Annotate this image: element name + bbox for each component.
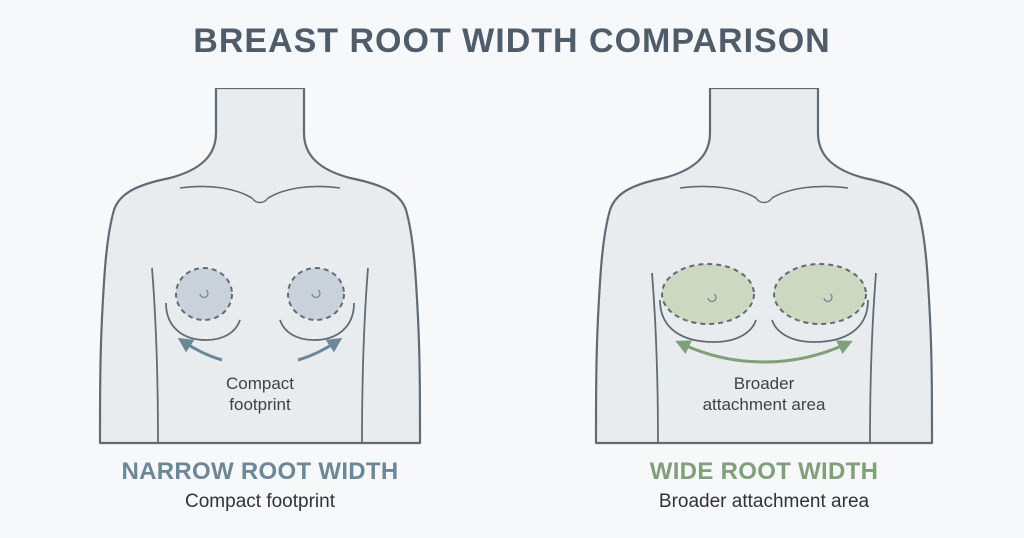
root-outline-right bbox=[773, 263, 867, 325]
root-outline-left bbox=[175, 267, 233, 321]
torso-illustration-narrow bbox=[98, 88, 422, 445]
double-arrow-icon bbox=[675, 340, 853, 364]
sternal-notch bbox=[251, 197, 269, 204]
narrow-root-subheading: Compact footprint bbox=[185, 491, 335, 512]
breast-contour-right bbox=[279, 302, 355, 341]
page-title: BREAST ROOT WIDTH COMPARISON bbox=[193, 22, 831, 60]
nipple-icon bbox=[199, 289, 209, 299]
breast-contour-left bbox=[165, 302, 241, 341]
collarbone-left bbox=[179, 185, 253, 199]
wide-root-heading: WIDE ROOT WIDTH bbox=[649, 458, 879, 485]
wide-root-subheading: Broader attachment area bbox=[658, 491, 870, 512]
wide-root-panel: Broader attachment area WIDE ROOT WIDTH … bbox=[584, 88, 944, 528]
arrow-left-icon bbox=[177, 337, 223, 362]
narrow-root-heading: NARROW ROOT WIDTH bbox=[121, 458, 399, 485]
torso-illustration-wide bbox=[594, 88, 934, 445]
collarbone-right bbox=[771, 185, 849, 199]
nipple-icon bbox=[823, 293, 833, 303]
collarbone-left bbox=[679, 185, 757, 199]
inline-label-narrow: Compact footprint bbox=[160, 373, 360, 415]
inline-label-line: Broader bbox=[733, 374, 795, 393]
nipple-icon bbox=[311, 289, 321, 299]
nipple-icon bbox=[707, 293, 717, 303]
torso-silhouette bbox=[98, 88, 422, 445]
arm-line-right bbox=[869, 272, 877, 444]
root-outline-right bbox=[287, 267, 345, 321]
arrow-right-icon bbox=[297, 337, 343, 362]
inline-label-line: Compact bbox=[225, 374, 295, 393]
inline-label-wide: Broader attachment area bbox=[664, 373, 864, 415]
root-outline-left bbox=[661, 263, 755, 325]
collarbone-right bbox=[267, 185, 341, 199]
arm-line-left bbox=[151, 267, 159, 444]
arm-line-right bbox=[361, 267, 369, 444]
inline-label-line: attachment area bbox=[702, 395, 826, 414]
narrow-root-panel: Compact footprint NARROW ROOT WIDTH Comp… bbox=[80, 88, 440, 528]
sternal-notch bbox=[755, 197, 773, 204]
torso-silhouette bbox=[594, 88, 934, 445]
inline-label-line: footprint bbox=[229, 395, 291, 414]
arm-line-left bbox=[651, 272, 659, 444]
